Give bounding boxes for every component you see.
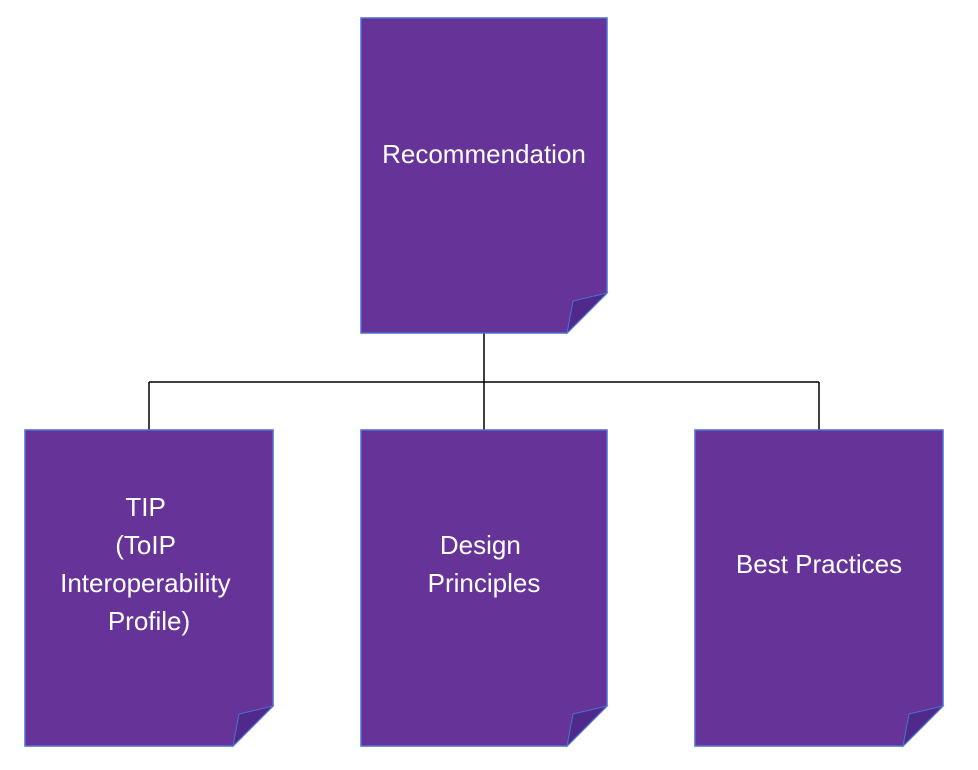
label-line: Interoperability (60, 568, 231, 598)
document-label: TIP (ToIP Interoperability Profile) (60, 492, 238, 636)
label-line: (ToIP (115, 530, 175, 560)
document-best-practices: Best Practices (694, 429, 945, 748)
label-line: Best Practices (736, 549, 902, 579)
document-label: Design Principles (428, 530, 541, 598)
folded-corner-icon (566, 705, 609, 748)
document-label: Recommendation (382, 139, 586, 169)
folded-corner-icon (902, 705, 945, 748)
document-label: Best Practices (736, 549, 902, 579)
label-line: TIP (125, 492, 165, 522)
document-shape (694, 429, 944, 747)
label-line: Principles (428, 568, 541, 598)
label-line: Recommendation (382, 139, 586, 169)
label-line: Profile) (108, 606, 190, 636)
connectors (148, 333, 820, 430)
document-recommendation: Recommendation (360, 17, 609, 335)
folded-corner-icon (232, 705, 275, 748)
document-tip: TIP (ToIP Interoperability Profile) (24, 429, 275, 748)
document-shape (360, 17, 608, 334)
document-design-principles: Design Principles (360, 429, 609, 748)
folded-corner-icon (566, 292, 609, 335)
label-line: Design (440, 530, 521, 560)
